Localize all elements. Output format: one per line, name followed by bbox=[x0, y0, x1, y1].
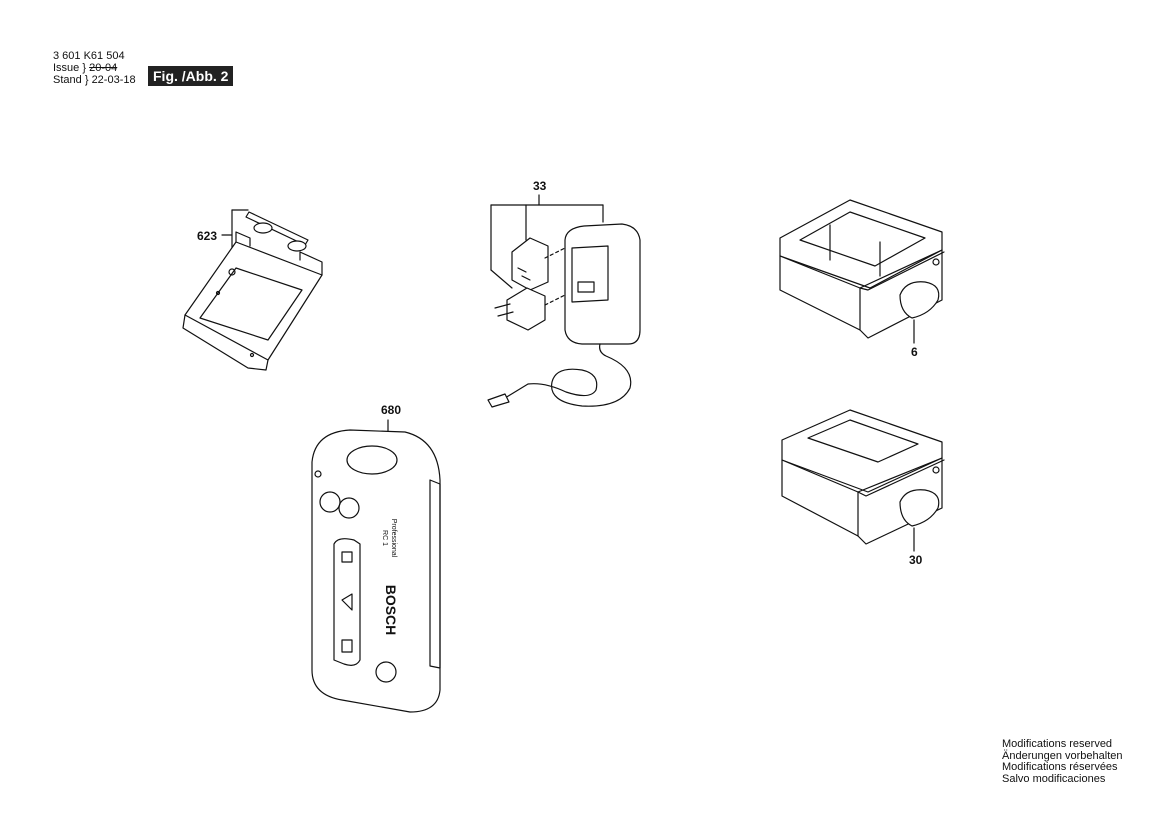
callout-623: 623 bbox=[197, 229, 218, 243]
callout-6: 6 bbox=[911, 345, 918, 359]
issue-row: Issue } 20-04 bbox=[53, 62, 136, 74]
remote-control-680 bbox=[311, 419, 441, 713]
callout-33: 33 bbox=[533, 179, 547, 193]
notice-line: Modifications réservées bbox=[1002, 761, 1118, 773]
power-adapter-33 bbox=[487, 194, 641, 408]
battery-holder-6 bbox=[779, 199, 945, 344]
battery-cover-623 bbox=[182, 209, 323, 371]
bracket-icon: } bbox=[82, 62, 87, 74]
document-header: 3 601 K61 504 Issue } 20-04 Stand } 22-0… bbox=[53, 50, 136, 86]
issue-value: 20-04 bbox=[89, 62, 118, 74]
modifications-notice: Modifications reserved Änderungen vorbeh… bbox=[1002, 738, 1123, 785]
callout-680: 680 bbox=[381, 403, 402, 417]
stand-label: Stand bbox=[53, 74, 82, 86]
remote-model-text: RC 1 bbox=[381, 530, 388, 546]
battery-holder-30 bbox=[781, 409, 945, 552]
stand-value: 22-03-18 bbox=[91, 74, 136, 86]
part-number: 3 601 K61 504 bbox=[53, 50, 125, 62]
figure-label: Fig. /Abb. 2 bbox=[148, 66, 234, 86]
bracket-icon: } bbox=[84, 74, 89, 86]
remote-brand-text: BOSCH bbox=[383, 585, 399, 636]
notice-line: Modifications reserved bbox=[1002, 738, 1113, 750]
issue-label: Issue bbox=[53, 62, 80, 74]
callout-30: 30 bbox=[909, 553, 923, 567]
stand-row: Stand } 22-03-18 bbox=[53, 74, 136, 86]
notice-line: Salvo modificaciones bbox=[1002, 772, 1106, 785]
notice-line: Änderungen vorbehalten bbox=[1002, 749, 1123, 762]
remote-line-text: Professional bbox=[390, 519, 397, 558]
